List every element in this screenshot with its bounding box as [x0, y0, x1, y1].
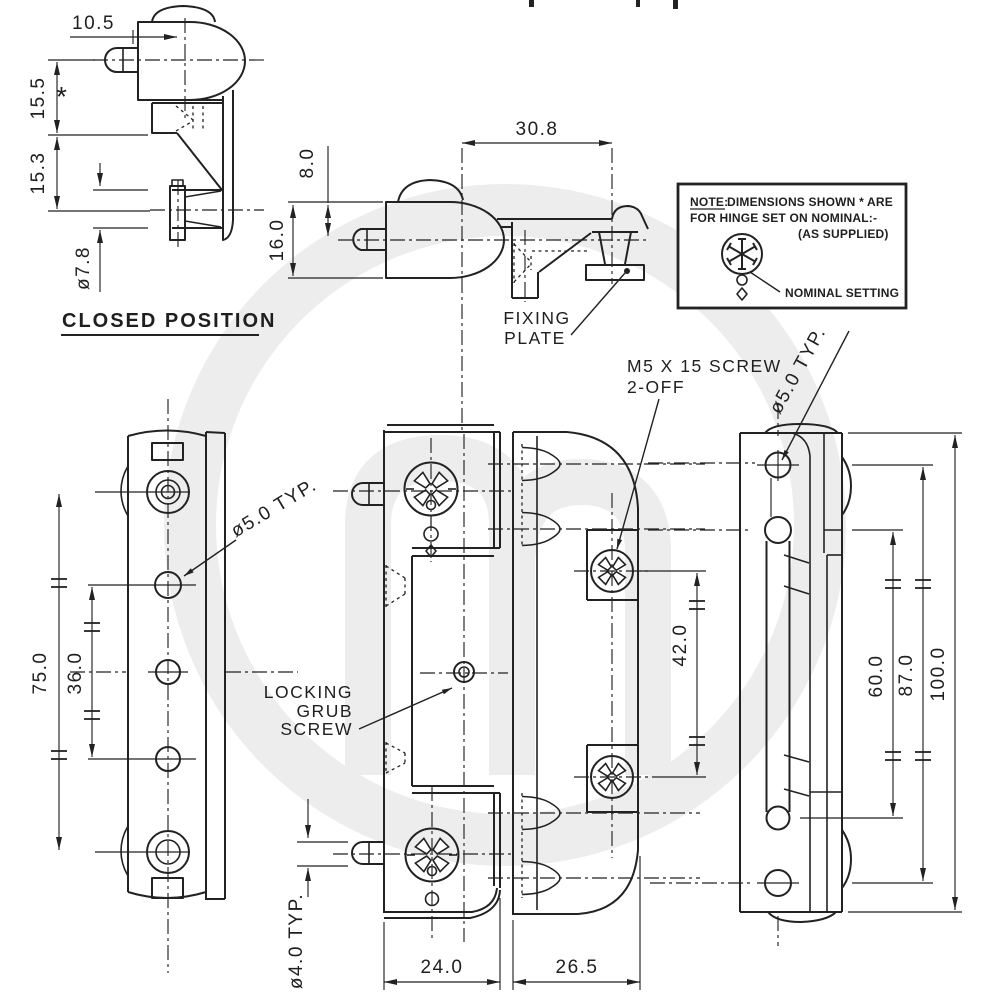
m5-screw-label-2: 2-OFF — [627, 377, 685, 397]
note-box: NOTE: DIMENSIONS SHOWN * ARE FOR HINGE S… — [676, 182, 908, 310]
crop-marks — [529, 0, 678, 9]
nominal-setting-label: NOMINAL SETTING — [785, 286, 899, 300]
fixing-plate-label-1: FIXING — [503, 308, 570, 328]
note-line-3: (AS SUPPLIED) — [798, 227, 889, 241]
fixing-plate-callout: FIXING PLATE — [503, 268, 630, 348]
dim-16-0-label: 16.0 — [267, 219, 288, 262]
closed-position-view: 10.5 15.5 * 15.3 ø7.8 CLOSED POSITION — [28, 5, 276, 336]
note-line-1: DIMENSIONS SHOWN * ARE — [727, 195, 893, 209]
dim-24-0-label: 24.0 — [421, 957, 464, 978]
open-view-dimensions: 30.8 8.0 16.0 — [267, 119, 612, 279]
dim-15-5-star: * — [56, 81, 67, 112]
plate-hole-dia-label: ø5.0 TYP. — [228, 474, 321, 542]
pin-dia-label: ø4.0 TYP. — [286, 893, 307, 989]
note-line-2: FOR HINGE SET ON NOMINAL:- — [690, 211, 877, 225]
plate-centerlines — [70, 399, 298, 973]
closed-view-centerlines — [93, 18, 265, 248]
closed-view-dimensions: 10.5 15.5 * 15.3 ø7.8 — [28, 13, 177, 292]
grub-label-2: GRUB — [296, 701, 353, 721]
dim-100-0-label: 100.0 — [928, 646, 949, 701]
dim-60-0-label: 60.0 — [866, 655, 887, 698]
dim-30-8-label: 30.8 — [516, 119, 559, 140]
fixing-plate-leader-dot — [624, 268, 630, 274]
body-dimensions: 24.0 26.5 42.0 ø4.0 TYP. — [286, 570, 706, 990]
grub-label-3: SCREW — [280, 719, 353, 739]
keep-strip-outline — [512, 431, 639, 915]
dim-87-0-label: 87.0 — [896, 654, 917, 697]
dim-42-0-label: 42.0 — [670, 624, 691, 667]
watermark-logo — [164, 184, 846, 866]
open-position-view: 30.8 8.0 16.0 FIXING PLATE — [267, 119, 650, 432]
closed-position-title: CLOSED POSITION — [62, 310, 276, 332]
fixing-plate-label-2: PLATE — [504, 328, 566, 348]
dim-36-0-label: 36.0 — [65, 652, 86, 695]
note-prefix: NOTE: — [690, 195, 728, 209]
dim-8-0-label: 8.0 — [297, 148, 318, 179]
plate-outline — [120, 429, 226, 900]
body-centerlines — [333, 434, 705, 942]
note-box-border — [676, 182, 908, 310]
grub-screw-callout: LOCKING GRUB SCREW — [264, 682, 453, 739]
dim-10-5-label: 10.5 — [72, 13, 115, 34]
dim-pin-dia-label: ø7.8 — [73, 246, 94, 290]
dim-26-5-label: 26.5 — [556, 957, 599, 978]
dim-15-5-label: 15.5 — [28, 77, 49, 120]
open-view-outline — [352, 179, 649, 299]
closed-view-outline — [104, 5, 246, 241]
m5-screw-label-1: M5 X 15 SCREW — [627, 356, 782, 376]
grub-label-1: LOCKING — [264, 682, 353, 702]
m5-screw-callout: M5 X 15 SCREW 2-OFF — [616, 356, 782, 550]
dim-75-0-label: 75.0 — [30, 652, 51, 695]
dim-15-3-label: 15.3 — [28, 152, 49, 195]
hinge-body-front-view: 24.0 26.5 42.0 ø4.0 TYP. M5 X 15 SCREW 2… — [264, 356, 782, 990]
side-centerlines — [648, 404, 799, 946]
open-view-centerlines — [338, 148, 650, 432]
screw-adjustment-icon — [721, 233, 763, 301]
